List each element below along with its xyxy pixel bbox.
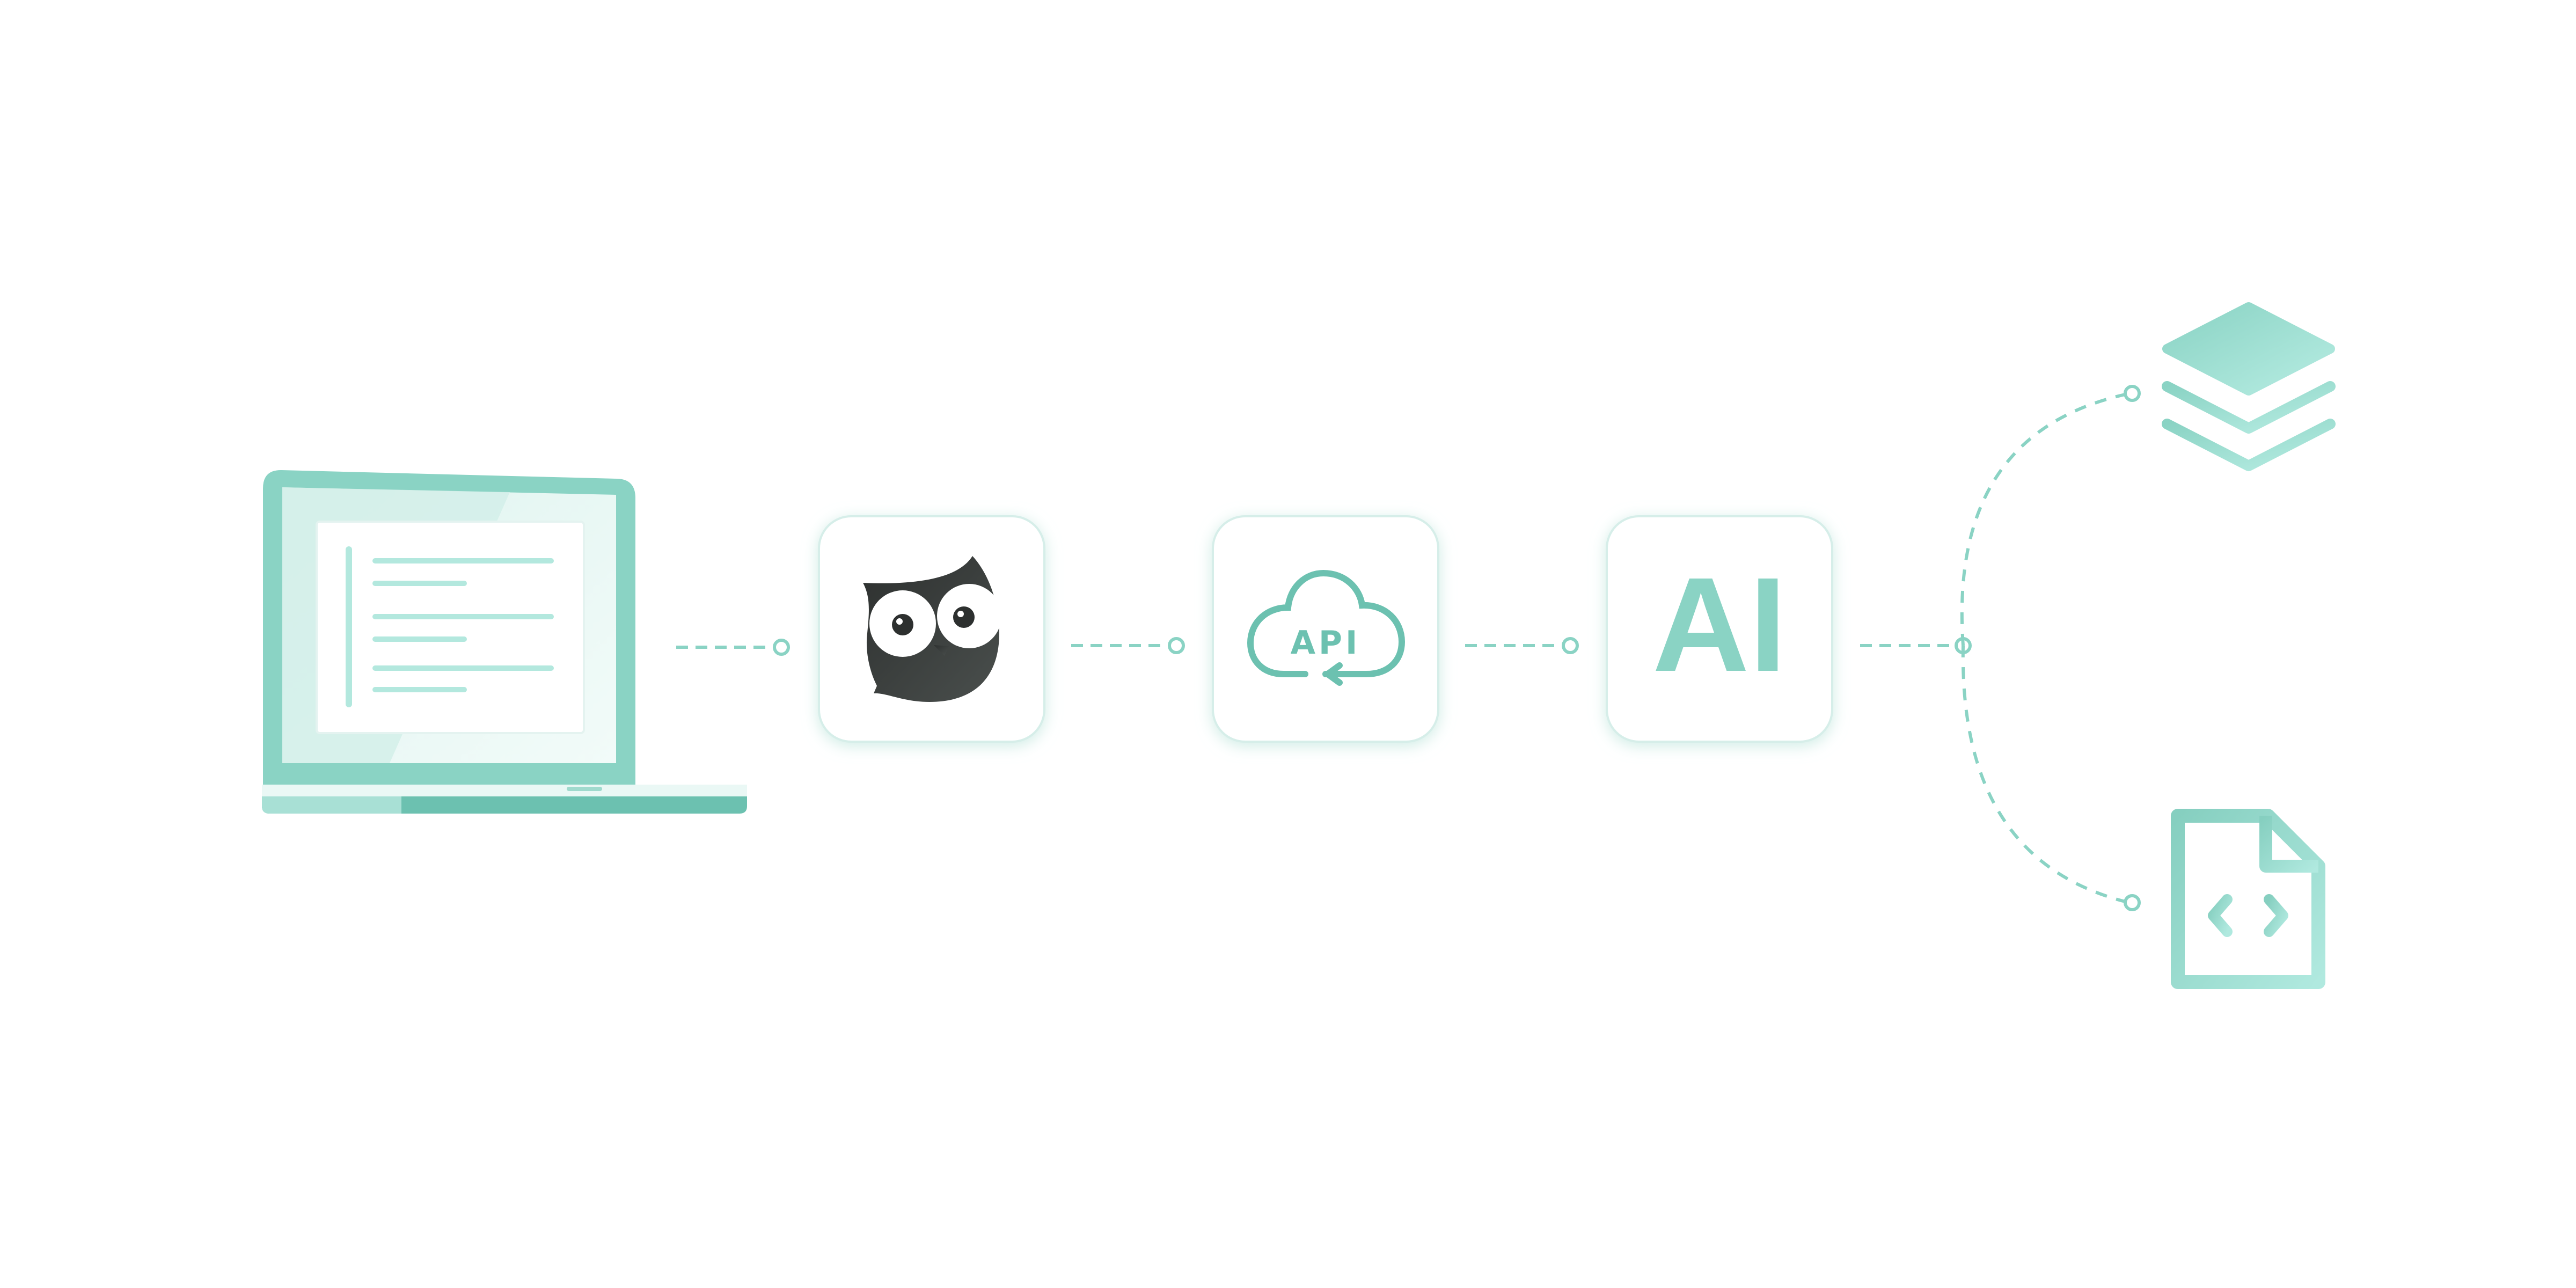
laptop-document-icon [262, 470, 747, 814]
connector-api-ai [1465, 637, 1579, 654]
connector-owl-api [1071, 637, 1185, 654]
connector-ai-branch [1860, 385, 2141, 911]
layers-stack-icon [2162, 302, 2336, 471]
code-file-icon [2171, 809, 2325, 989]
owl-card [818, 515, 1045, 743]
ai-card: AI [1606, 515, 1833, 743]
owl-logo-icon [863, 556, 1001, 702]
api-cloud-icon: API [1247, 569, 1406, 686]
ai-text-icon: AI [1652, 550, 1787, 699]
connector-to-code-file [1961, 645, 2126, 903]
connector-to-layers [1960, 393, 2126, 646]
api-card: API [1212, 515, 1439, 743]
api-label: API [1291, 624, 1361, 662]
connector-laptop-owl [676, 639, 790, 656]
